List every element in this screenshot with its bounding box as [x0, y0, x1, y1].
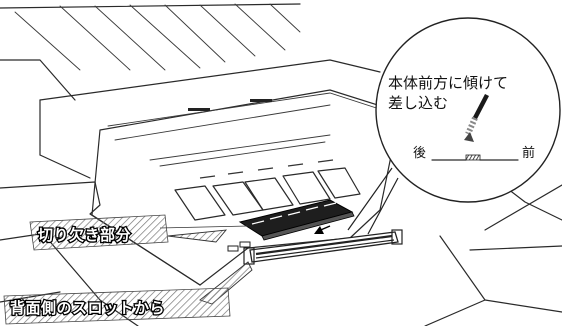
slot-label: 背面側のスロットから — [10, 299, 165, 317]
memory-module-icon — [238, 199, 355, 241]
notch-label: 切り欠き部分 — [38, 226, 131, 244]
notch-callout: 切り欠き部分 — [29, 214, 249, 251]
bubble-instruction-line1: 本体前方に傾けて — [388, 74, 508, 92]
detail-bubble: 本体前方に傾けて 差し込む 後 前 — [347, 17, 561, 235]
insertion-arrow-icon — [314, 225, 331, 234]
memory-bay-panel — [91, 89, 403, 286]
memory-slot — [227, 229, 403, 265]
rear-label: 後 — [413, 146, 426, 161]
front-label: 前 — [522, 145, 535, 161]
bubble-instruction-line2: 差し込む — [388, 94, 448, 112]
tilted-module-icon — [464, 93, 489, 142]
chip-row — [174, 167, 361, 221]
slot-callout: 背面側のスロットから — [3, 261, 253, 325]
